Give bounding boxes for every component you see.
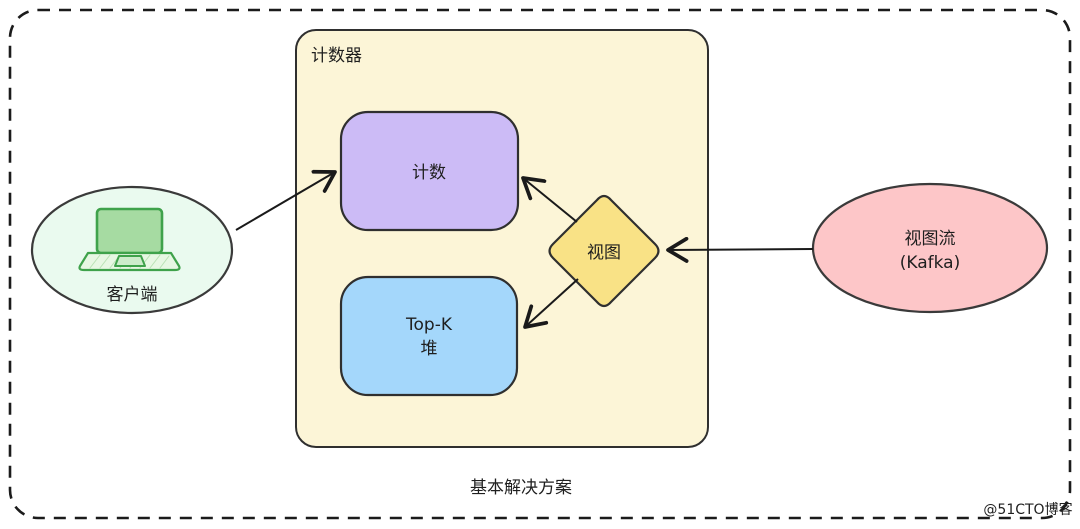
laptop-screen bbox=[97, 209, 162, 253]
topk-label-line2: 堆 bbox=[421, 339, 438, 359]
client-ellipse-border bbox=[30, 185, 234, 315]
edge-view-to-count bbox=[521, 176, 578, 223]
counter-container-label: 计数器 bbox=[311, 46, 362, 66]
count-label: 计数 bbox=[412, 163, 446, 183]
topk-box bbox=[341, 277, 517, 395]
outer-dashed-frame bbox=[8, 8, 1072, 520]
laptop-touchpad bbox=[114, 255, 146, 267]
diagram-caption: 基本解决方案 bbox=[470, 478, 572, 498]
edge-view-to-topk bbox=[523, 278, 579, 329]
topk-node: Top-K 堆 bbox=[339, 275, 519, 397]
topk-box-border bbox=[339, 275, 519, 397]
edge-stream-to-view bbox=[666, 236, 814, 263]
laptop-base-border bbox=[78, 251, 181, 272]
view-stream-label-line1: 视图流 bbox=[905, 229, 956, 249]
laptop-icon bbox=[78, 207, 181, 272]
counter-container-border bbox=[295, 29, 709, 448]
view-stream-ellipse-border bbox=[811, 182, 1049, 314]
watermark: @51CTO博客 bbox=[983, 501, 1072, 518]
view-stream-ellipse bbox=[813, 184, 1047, 312]
client-node: 客户端 bbox=[30, 185, 234, 315]
view-label: 视图 bbox=[587, 243, 621, 263]
edges bbox=[235, 169, 814, 329]
view-diamond-border bbox=[548, 194, 660, 308]
edge-client-to-count bbox=[235, 169, 337, 231]
view-stream-node: 视图流 (Kafka) bbox=[811, 182, 1049, 314]
view-diamond bbox=[549, 196, 659, 306]
count-node: 计数 bbox=[339, 110, 520, 232]
view-node: 视图 bbox=[548, 194, 660, 308]
view-stream-label-line2: (Kafka) bbox=[900, 253, 960, 273]
count-box bbox=[341, 112, 518, 230]
topk-label-line1: Top-K bbox=[405, 315, 453, 335]
client-label: 客户端 bbox=[107, 285, 158, 305]
count-box-border bbox=[339, 110, 520, 232]
